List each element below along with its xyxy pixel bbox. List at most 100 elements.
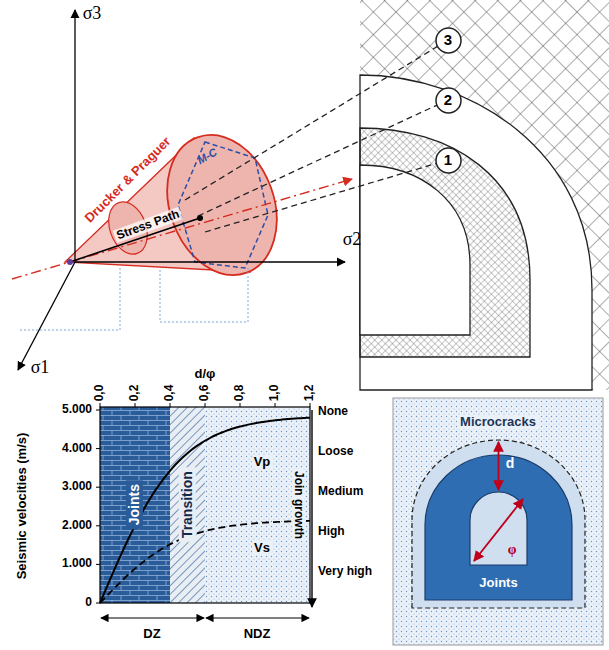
circle-outline bbox=[436, 28, 461, 53]
node-label: Microcracks bbox=[457, 415, 539, 429]
plot-frame bbox=[100, 407, 310, 603]
ndz-band bbox=[205, 407, 310, 603]
axis-tick bbox=[135, 403, 136, 407]
tick-label: 2.000 bbox=[62, 519, 92, 532]
zone-label: NDZ bbox=[242, 627, 273, 641]
axis-title: d/φ bbox=[193, 367, 218, 381]
dz-span bbox=[101, 617, 204, 618]
stress-space bbox=[12, 10, 352, 370]
curve-label: Vp bbox=[252, 455, 273, 469]
axis-tick bbox=[205, 403, 206, 407]
axis-label: σ1 bbox=[31, 358, 50, 378]
callout-circle: 3 bbox=[435, 27, 462, 54]
tick-label: 5.000 bbox=[62, 403, 92, 416]
axis-tick bbox=[96, 603, 100, 604]
node-label: Joints bbox=[479, 576, 517, 590]
zone-band: Joints bbox=[100, 407, 170, 603]
joint-zone: Joints bbox=[425, 455, 572, 600]
d-dimension-arrow bbox=[498, 442, 500, 490]
node-label: Transition bbox=[179, 468, 196, 543]
node-label: 3 bbox=[444, 32, 452, 49]
zone-3-hatch bbox=[360, 0, 609, 390]
sigma2-axis bbox=[75, 261, 345, 262]
ndz-span bbox=[206, 617, 309, 618]
velocity-curves bbox=[100, 418, 310, 603]
circle-outline bbox=[436, 88, 461, 113]
axis-tick bbox=[275, 403, 276, 407]
mohr-coulomb-hexagon bbox=[178, 142, 268, 268]
axis-title: Seismic velocities (m/s) bbox=[15, 431, 29, 582]
tick-label: 4.000 bbox=[62, 442, 92, 455]
leader-line bbox=[205, 160, 448, 232]
velocity-chart bbox=[96, 403, 312, 618]
scale-label: High bbox=[318, 525, 345, 538]
curve-label: Vs bbox=[252, 541, 272, 555]
tick-label: 1.000 bbox=[62, 558, 92, 571]
tick-label: 0,8 bbox=[233, 385, 246, 402]
circle-outline bbox=[436, 148, 461, 173]
axis-tick bbox=[96, 410, 100, 411]
tick-label: 0 bbox=[85, 596, 92, 609]
leader-line bbox=[198, 100, 448, 216]
projection-line bbox=[160, 266, 248, 322]
vs-curve bbox=[100, 521, 310, 603]
axis-label: σ2 bbox=[343, 230, 362, 250]
tick-label: 1,2 bbox=[303, 385, 316, 402]
axis-tick bbox=[96, 448, 100, 449]
axis-tick bbox=[170, 403, 171, 407]
callout-lines bbox=[185, 40, 448, 232]
axis-tick bbox=[240, 403, 241, 407]
node-label: Joints bbox=[126, 480, 143, 529]
tunnel-section bbox=[360, 0, 609, 390]
callout-circle: 2 bbox=[435, 87, 462, 114]
node-label: 2 bbox=[444, 92, 452, 109]
scale-label: Loose bbox=[318, 445, 353, 458]
stress-point bbox=[197, 215, 203, 221]
criterion-label: Drucker & Praguer bbox=[82, 134, 173, 225]
tick-label: 0,6 bbox=[198, 385, 211, 402]
phi-dimension-arrow bbox=[474, 499, 523, 561]
axis-ticks bbox=[96, 403, 310, 603]
damage-panel bbox=[393, 398, 603, 645]
tunnel-opening bbox=[360, 165, 470, 335]
joints-band bbox=[100, 407, 170, 603]
rock-panel: MicrocracksJoints bbox=[393, 398, 603, 645]
axis-tick bbox=[96, 564, 100, 565]
sigma1-axis bbox=[18, 262, 75, 370]
vp-curve bbox=[100, 418, 310, 603]
axis-tick bbox=[96, 525, 100, 526]
tick-label: 0,0 bbox=[93, 385, 106, 402]
axis-label: σ3 bbox=[83, 4, 102, 24]
sigma3-axis bbox=[74, 10, 75, 262]
callout-circle: 1 bbox=[435, 147, 462, 174]
transition-band bbox=[170, 407, 205, 603]
zone-label: DZ bbox=[141, 627, 162, 641]
transition-outline bbox=[412, 440, 585, 608]
rock-mass bbox=[393, 398, 603, 645]
criterion-label: M-C bbox=[195, 146, 219, 167]
scale-label: Very high bbox=[318, 565, 372, 578]
tick-label: 0,2 bbox=[128, 385, 141, 402]
dimension-label: d bbox=[506, 456, 515, 471]
hydrostatic-axis bbox=[12, 179, 352, 279]
zone-1-area bbox=[360, 128, 530, 357]
scale-label: None bbox=[318, 405, 348, 418]
tick-label: 0,4 bbox=[163, 385, 176, 402]
tick-label: 1,0 bbox=[268, 385, 281, 402]
node-label: 1 bbox=[444, 152, 452, 169]
zone-2-area bbox=[360, 75, 592, 390]
axis-title: Join growth bbox=[291, 469, 304, 541]
stress-point bbox=[67, 259, 73, 265]
path-label: Stress Path bbox=[113, 207, 183, 243]
joint-growth-axis bbox=[311, 410, 312, 607]
projection-line bbox=[20, 268, 120, 330]
axis-tick bbox=[100, 403, 101, 407]
leader-line bbox=[185, 40, 448, 200]
zone-band: Transition bbox=[170, 407, 205, 603]
tick-label: 3.000 bbox=[62, 481, 92, 494]
dimension-label: φ bbox=[508, 542, 517, 557]
axis-tick bbox=[96, 487, 100, 488]
